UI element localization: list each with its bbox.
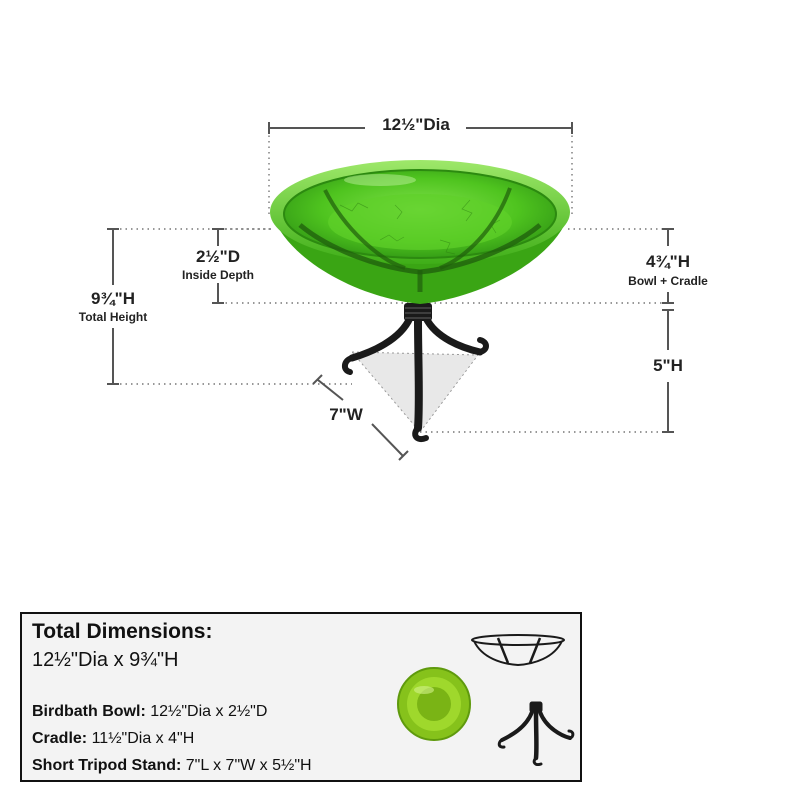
spec-stand: Short Tripod Stand: 7"L x 7"W x 5½"H xyxy=(32,757,312,775)
spec-bowl-value: 12½"Dia x 2½"D xyxy=(150,703,268,720)
spec-bowl-name: Birdbath Bowl: xyxy=(32,703,146,720)
tripod-thumbnail xyxy=(497,701,575,766)
glass-bowl xyxy=(270,160,570,304)
depth-label: 2½"D xyxy=(196,247,240,266)
bowl-thumbnail xyxy=(397,667,471,741)
spec-cradle-name: Cradle: xyxy=(32,730,88,747)
diameter-label: 12½"Dia xyxy=(382,115,450,134)
total-height-label: 9¾"H xyxy=(91,289,135,308)
spec-stand-value: 7"L x 7"W x 5½"H xyxy=(185,757,312,774)
cradle-thumbnail xyxy=(471,634,565,667)
depth-sublabel: Inside Depth xyxy=(181,268,254,282)
total-dimensions-panel: Total Dimensions: 12½"Dia x 9¾"H Birdbat… xyxy=(20,612,582,782)
product-dimension-diagram: 12½"Dia 2½"D Inside Depth 9¾"H Total Hei… xyxy=(78,115,708,461)
spec-cradle-value: 11½"Dia x 4"H xyxy=(91,730,195,747)
bowl-cradle-label: 4¾"H xyxy=(646,252,690,271)
spec-cradle: Cradle: 11½"Dia x 4"H xyxy=(32,730,194,748)
birdbath-illustration xyxy=(107,122,674,461)
bowl-cradle-sublabel: Bowl + Cradle xyxy=(628,274,708,288)
tripod-stand xyxy=(342,314,489,442)
total-dimensions-value: 12½"Dia x 9¾"H xyxy=(32,649,179,671)
stand-height-label: 5"H xyxy=(653,356,683,375)
dimension-lines xyxy=(107,122,674,461)
spec-bowl: Birdbath Bowl: 12½"Dia x 2½"D xyxy=(32,703,267,721)
total-dimensions-title: Total Dimensions: xyxy=(32,620,213,643)
spec-stand-name: Short Tripod Stand: xyxy=(32,757,182,774)
total-height-sublabel: Total Height xyxy=(78,310,148,324)
stand-width-label: 7"W xyxy=(329,405,363,424)
